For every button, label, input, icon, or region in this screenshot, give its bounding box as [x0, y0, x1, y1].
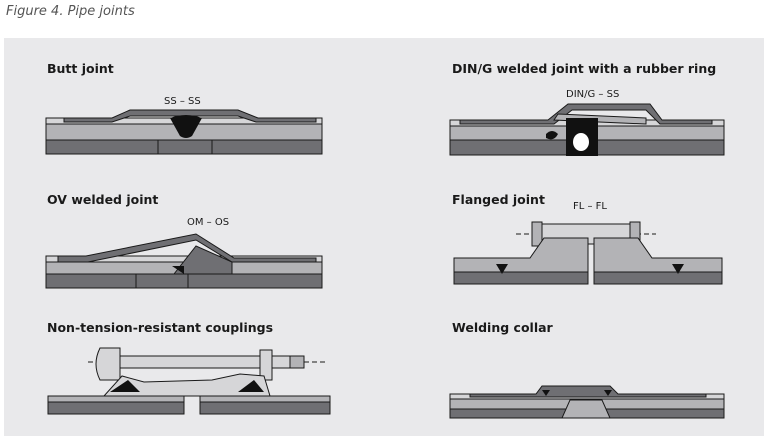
couplings-diagram	[47, 347, 331, 415]
ding-joint-diagram	[449, 103, 725, 156]
flanged-joint-title: Flanged joint	[452, 192, 545, 207]
ding-joint-label: DIN/G – SS	[566, 89, 620, 100]
ding-joint-title: DIN/G welded joint with a rubber ring	[452, 61, 717, 76]
butt-joint-title: Butt joint	[47, 61, 114, 76]
butt-joint-diagram	[45, 109, 323, 155]
couplings-title: Non-tension-resistant couplings	[47, 320, 274, 335]
welding-collar-title: Welding collar	[452, 320, 553, 335]
figure-caption: Figure 4. Pipe joints	[6, 4, 135, 19]
flanged-joint-diagram	[453, 221, 723, 285]
ov-joint-diagram	[45, 233, 323, 289]
flanged-joint-label: FL – FL	[573, 201, 608, 212]
ov-joint-label: OM – OS	[187, 217, 230, 228]
butt-joint-label: SS – SS	[164, 96, 201, 107]
ov-joint-title: OV welded joint	[47, 192, 159, 207]
welding-collar-diagram	[449, 385, 725, 419]
